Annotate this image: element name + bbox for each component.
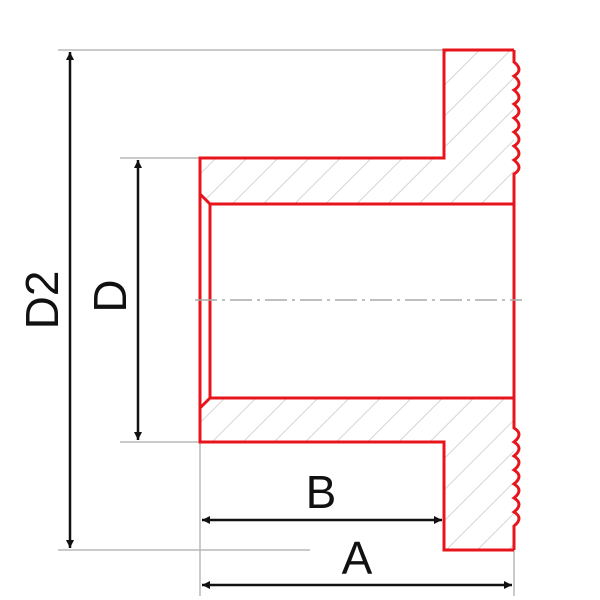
dimension-d2-label: D2 [16, 271, 68, 330]
section-hatch [200, 50, 514, 550]
dimension-a-label: A [342, 532, 373, 584]
dimension-d-label: D [84, 279, 136, 312]
extension-lines [58, 49, 515, 596]
dimension-b-label: B [306, 466, 337, 518]
